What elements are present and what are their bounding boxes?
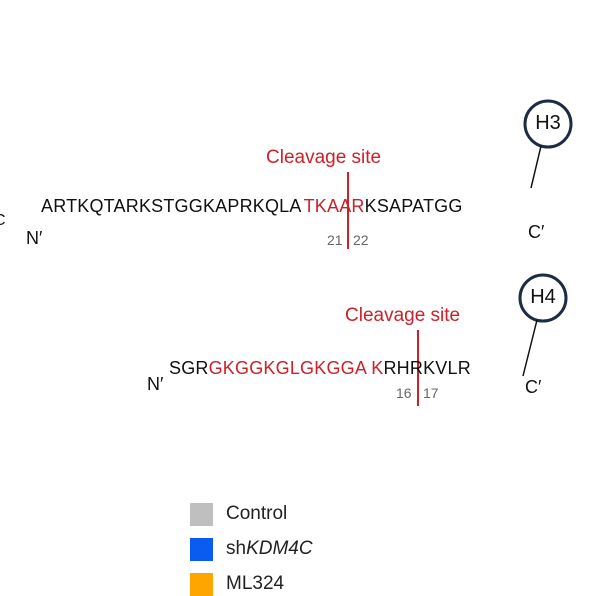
h3-left-edge-char: C xyxy=(0,212,6,230)
h4-sequence-highlight: GKGGKGLGKGGA K xyxy=(208,358,384,378)
h3-n-terminus: N′ xyxy=(26,228,43,248)
h4-circle xyxy=(518,273,568,323)
h4-cleavage-site-label: Cleavage site xyxy=(345,305,461,326)
legend-label-shkdm4c-prefix: sh xyxy=(226,538,247,559)
h4-sequence-prefix: SGR xyxy=(169,358,209,378)
h3-sequence-highlight: TKAAR xyxy=(303,196,365,216)
h4-c-terminus: C′ xyxy=(525,377,542,397)
h3-c-terminus: C′ xyxy=(528,222,545,242)
h3-connector-line xyxy=(530,145,542,189)
h4-position-right: 17 xyxy=(423,385,439,401)
h3-position-left: 21 xyxy=(327,232,343,248)
h3-sequence-suffix: KSAPATGG xyxy=(364,196,463,216)
legend-swatch-control xyxy=(190,502,213,526)
h3-cleavage-site-label: Cleavage site xyxy=(266,147,382,168)
legend-item-control: Control xyxy=(190,502,287,526)
h3-label: H3 xyxy=(535,112,561,134)
h4-sequence: SGRGKGGKGLGKGGA KRHRKVLR xyxy=(169,358,471,379)
h4-sequence-suffix: RHRKVLR xyxy=(383,358,471,378)
h4-n-terminus: N′ xyxy=(147,374,164,394)
legend-item-shkdm4c: shKDM4C xyxy=(190,537,313,561)
legend-label-control: Control xyxy=(226,503,288,524)
h3-circle xyxy=(523,99,573,149)
legend-swatch-shkdm4c xyxy=(190,537,213,561)
h3-position-right: 22 xyxy=(353,232,369,248)
h4-label: H4 xyxy=(530,286,556,308)
legend-label-ml324: ML324 xyxy=(226,573,285,594)
legend-label-shkdm4c: shKDM4C xyxy=(226,538,313,560)
h3-sequence-prefix: ARTKQTARKSTGGKAPRKQLA xyxy=(41,196,302,216)
h4-position-left: 16 xyxy=(396,385,412,401)
legend-item-ml324: ML324 xyxy=(190,572,284,596)
legend-swatch-ml324 xyxy=(190,572,213,596)
h4-connector-line xyxy=(522,319,538,377)
legend-label-shkdm4c-gene: KDM4C xyxy=(246,538,313,559)
